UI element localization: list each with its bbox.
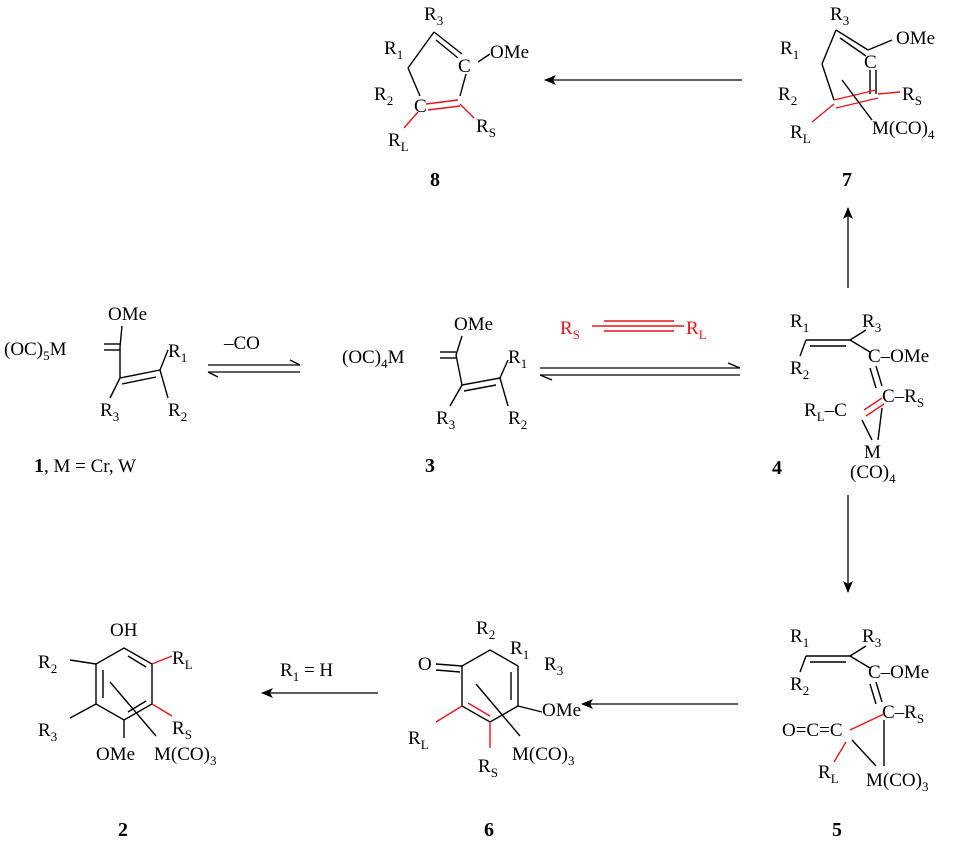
svg-text:RS: RS [172, 718, 192, 742]
svg-text:RL: RL [408, 728, 429, 752]
compound-6: O R2 R1 R3 OMe RL RS M(CO)3 6 [408, 618, 581, 841]
svg-text:RL: RL [686, 318, 707, 342]
svg-text:3: 3 [425, 455, 435, 477]
compound-5: R1 R3 R2 C–OMe C–RS O=C=C RL M(CO)3 5 [782, 626, 929, 841]
svg-text:RL: RL [790, 122, 811, 146]
svg-text:OMe: OMe [96, 744, 135, 765]
svg-text:C–OMe: C–OMe [868, 662, 929, 683]
svg-text:R1: R1 [790, 626, 809, 650]
svg-text:R3: R3 [436, 408, 455, 432]
svg-text:OMe: OMe [490, 42, 529, 63]
svg-text:M(CO)3: M(CO)3 [866, 770, 928, 794]
svg-text:M(CO)3: M(CO)3 [512, 744, 574, 768]
compound-2: OH R2 R3 RL RS OMe M(CO)3 2 [38, 620, 216, 841]
svg-text:R2: R2 [38, 652, 57, 676]
svg-text:R2: R2 [778, 84, 797, 108]
svg-text:RL: RL [172, 648, 193, 672]
svg-text:C: C [458, 56, 471, 77]
svg-text:(OC)4M: (OC)4M [342, 347, 405, 371]
svg-text:R3: R3 [544, 654, 563, 678]
svg-text:RS: RS [560, 318, 580, 342]
svg-text:5: 5 [832, 819, 842, 841]
svg-text:M(CO)4: M(CO)4 [872, 118, 935, 142]
co-loss-label: –CO [223, 333, 260, 354]
svg-text:R3: R3 [830, 4, 849, 28]
svg-text:O: O [418, 654, 432, 675]
compound-7: R3 OMe R1 R2 C RS RL M(CO)4 7 [778, 4, 935, 191]
svg-text:OMe: OMe [108, 304, 147, 325]
svg-text:M: M [864, 442, 881, 463]
svg-text:C: C [864, 52, 877, 73]
compound-1: (OC)5M OMe R1 R3 R2 1, M = Cr, W [4, 304, 187, 477]
svg-text:R3: R3 [424, 4, 443, 28]
compound-3: (OC)4M OMe R1 R3 R2 3 [342, 314, 527, 477]
svg-text:C–RS: C–RS [882, 702, 924, 726]
svg-text:OMe: OMe [896, 28, 935, 49]
svg-text:RS: RS [476, 116, 496, 140]
svg-text:OMe: OMe [454, 314, 493, 335]
svg-text:2: 2 [118, 819, 128, 841]
svg-text:O=C=C: O=C=C [782, 720, 843, 741]
svg-text:OH: OH [110, 620, 138, 641]
svg-text:R1: R1 [508, 347, 527, 371]
svg-text:RL: RL [388, 130, 409, 154]
svg-text:OMe: OMe [542, 700, 581, 721]
svg-text:R1: R1 [384, 38, 403, 62]
svg-text:R2: R2 [790, 358, 809, 382]
svg-text:R2: R2 [508, 408, 527, 432]
svg-text:M(CO)3: M(CO)3 [154, 744, 216, 768]
svg-text:R2: R2 [374, 84, 393, 108]
svg-text:(OC)5M: (OC)5M [4, 339, 67, 363]
compound-8: R3 OMe R1 R2 C C RS RL 8 [374, 4, 529, 191]
svg-text:R1: R1 [510, 638, 529, 662]
svg-text:C–RS: C–RS [882, 386, 924, 410]
svg-text:6: 6 [484, 819, 494, 841]
svg-text:C: C [414, 96, 427, 117]
svg-text:R1: R1 [790, 311, 809, 335]
svg-text:RL–C: RL–C [804, 400, 847, 424]
svg-text:R2: R2 [476, 618, 495, 642]
svg-text:C–OMe: C–OMe [868, 346, 929, 367]
svg-text:R3: R3 [100, 400, 119, 424]
alkyne-reagent: RS RL [560, 318, 707, 342]
svg-text:R3: R3 [38, 720, 57, 744]
svg-text:R1: R1 [168, 341, 187, 365]
svg-text:7: 7 [842, 169, 852, 191]
svg-text:R2: R2 [168, 400, 187, 424]
svg-text:R2: R2 [790, 674, 809, 698]
equilibrium-arrow-1-3 [207, 359, 301, 378]
svg-text:R3: R3 [862, 311, 881, 335]
svg-text:8: 8 [430, 169, 440, 191]
arrows [207, 75, 853, 709]
svg-text:R1: R1 [780, 38, 799, 62]
svg-text:RS: RS [902, 84, 922, 108]
r1-equals-h-label: R1 = H [280, 660, 333, 684]
svg-text:(CO)4: (CO)4 [850, 462, 896, 486]
svg-text:R3: R3 [862, 626, 881, 650]
svg-text:RL: RL [818, 762, 839, 786]
svg-text:4: 4 [772, 457, 782, 479]
equilibrium-arrow-3-4 [539, 362, 741, 381]
svg-text:RS: RS [478, 756, 498, 780]
svg-text:1, M = Cr, W: 1, M = Cr, W [34, 455, 136, 477]
compound-4: R1 R3 R2 C–OMe C–RS RL–C M (CO)4 4 [772, 311, 929, 486]
